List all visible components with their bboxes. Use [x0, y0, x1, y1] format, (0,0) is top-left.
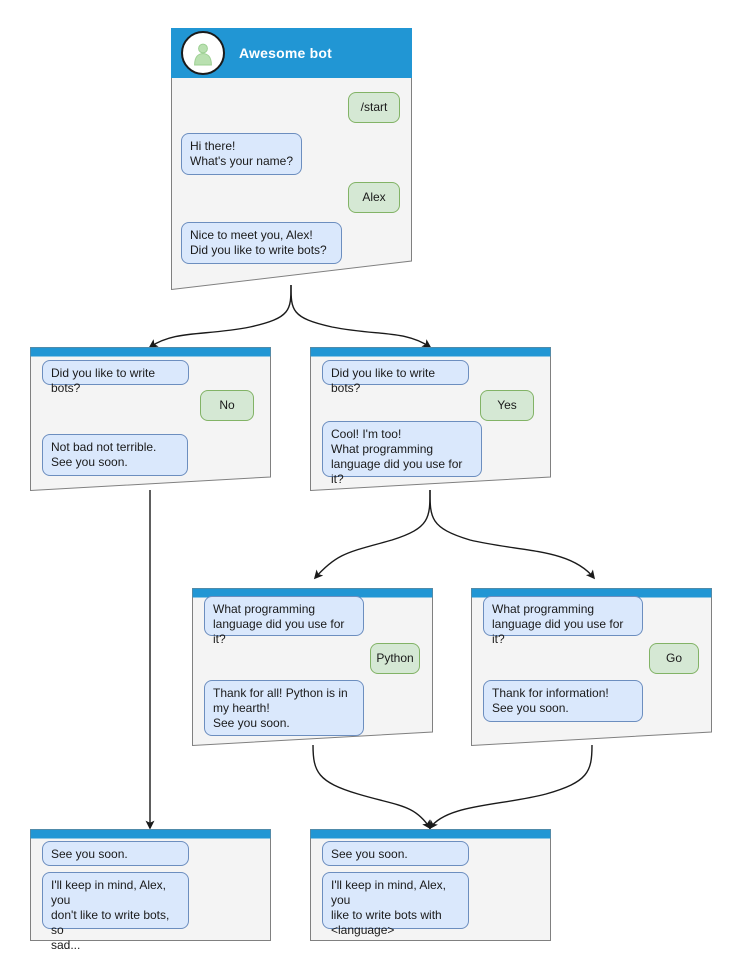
chat-bubble-user: Alex	[348, 182, 400, 213]
card-branch-go[interactable]: What programming language did you use fo…	[471, 588, 712, 746]
chat-bubble-bot: Cool! I'm too! What programming language…	[322, 421, 482, 486]
chat-bubble-bot: I'll keep in mind, Alex, you like to wri…	[322, 872, 469, 937]
chat-bubble-bot: Not bad not terrible. See you soon.	[42, 434, 188, 476]
chat-bubble-user: Yes	[480, 390, 534, 421]
connector-root-to-no	[148, 284, 292, 348]
chat-bubble-user: Python	[370, 643, 420, 674]
chat-bubble-bot: Thank for information! See you soon.	[483, 680, 643, 722]
bot-title: Awesome bot	[239, 45, 332, 61]
chat-bubble-user: No	[200, 390, 254, 421]
bot-header: Awesome bot	[171, 28, 412, 78]
card-end-sad[interactable]: See you soon. I'll keep in mind, Alex, y…	[30, 829, 271, 952]
connector-yes-to-python	[313, 489, 431, 580]
card-branch-yes[interactable]: Did you like to write bots? Yes Cool! I'…	[310, 347, 551, 491]
user-avatar-icon	[181, 31, 225, 75]
chat-bubble-bot: I'll keep in mind, Alex, you don't like …	[42, 872, 189, 952]
connector-root-to-yes	[290, 284, 432, 348]
chat-bubble-bot: See you soon.	[322, 841, 469, 866]
chat-bubble-bot: Did you like to write bots?	[322, 360, 469, 395]
chat-bubble-bot: See you soon.	[42, 841, 189, 866]
chat-bubble-bot: Did you like to write bots?	[42, 360, 189, 395]
chat-bubble-bot: What programming language did you use fo…	[204, 596, 364, 646]
card-root[interactable]: Awesome bot /start Hi there! What's your…	[171, 28, 412, 290]
chat-bubble-bot: Nice to meet you, Alex! Did you like to …	[181, 222, 342, 264]
connector-python-to-end-happy	[312, 744, 431, 830]
card-branch-no[interactable]: Did you like to write bots? No Not bad n…	[30, 347, 271, 491]
card-branch-python[interactable]: What programming language did you use fo…	[192, 588, 433, 746]
chat-bubble-bot: Hi there! What's your name?	[181, 133, 302, 175]
connector-yes-to-go	[429, 489, 596, 580]
chat-bubble-bot: What programming language did you use fo…	[483, 596, 643, 646]
chat-bubble-user: /start	[348, 92, 400, 123]
card-end-happy[interactable]: See you soon. I'll keep in mind, Alex, y…	[310, 829, 551, 941]
chat-bubble-bot: Thank for all! Python is in my hearth! S…	[204, 680, 364, 736]
connector-go-to-end-happy	[429, 744, 593, 830]
chat-bubble-user: Go	[649, 643, 699, 674]
